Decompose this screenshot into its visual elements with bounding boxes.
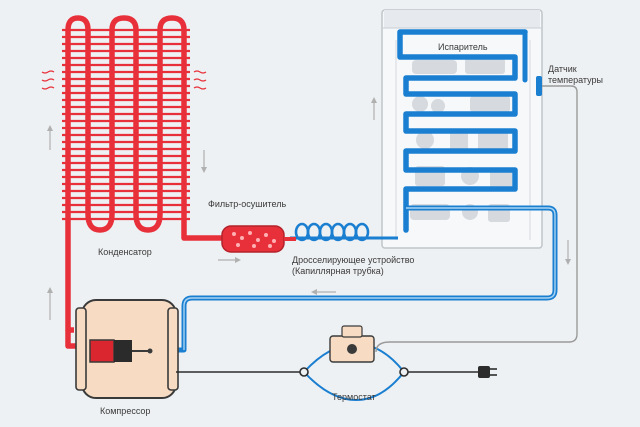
evaporator-coil xyxy=(397,29,528,233)
condenser-fins xyxy=(62,28,190,221)
label-filter-drier: Фильтр-осушитель xyxy=(208,199,287,209)
temperature-sensor-bulb xyxy=(536,76,542,96)
compressor xyxy=(75,299,179,399)
filter-drier-icon xyxy=(221,225,296,253)
label-temperature-sensor-1: Датчик xyxy=(548,64,577,74)
label-throttle-device-2: (Капиллярная трубка) xyxy=(292,266,384,276)
flow-arrow-icon xyxy=(47,97,571,320)
label-thermostat: Термостат xyxy=(332,392,376,402)
heat-arrows-right xyxy=(193,70,207,90)
label-evaporator: Испаритель xyxy=(438,42,488,52)
thermostat-device xyxy=(299,325,409,402)
power-plug-icon xyxy=(478,366,497,378)
sensor-capillary xyxy=(375,85,578,353)
label-throttle-device-1: Дросселирующее устройство xyxy=(292,255,415,265)
label-compressor: Компрессор xyxy=(100,406,151,416)
label-temperature-sensor-2: температуры xyxy=(548,75,604,85)
label-condenser: Конденсатор xyxy=(98,247,152,257)
condenser-coil xyxy=(65,15,222,333)
capillary-coils xyxy=(294,222,370,242)
suction-line-highlight xyxy=(183,207,556,350)
heat-arrows-left xyxy=(41,70,55,90)
